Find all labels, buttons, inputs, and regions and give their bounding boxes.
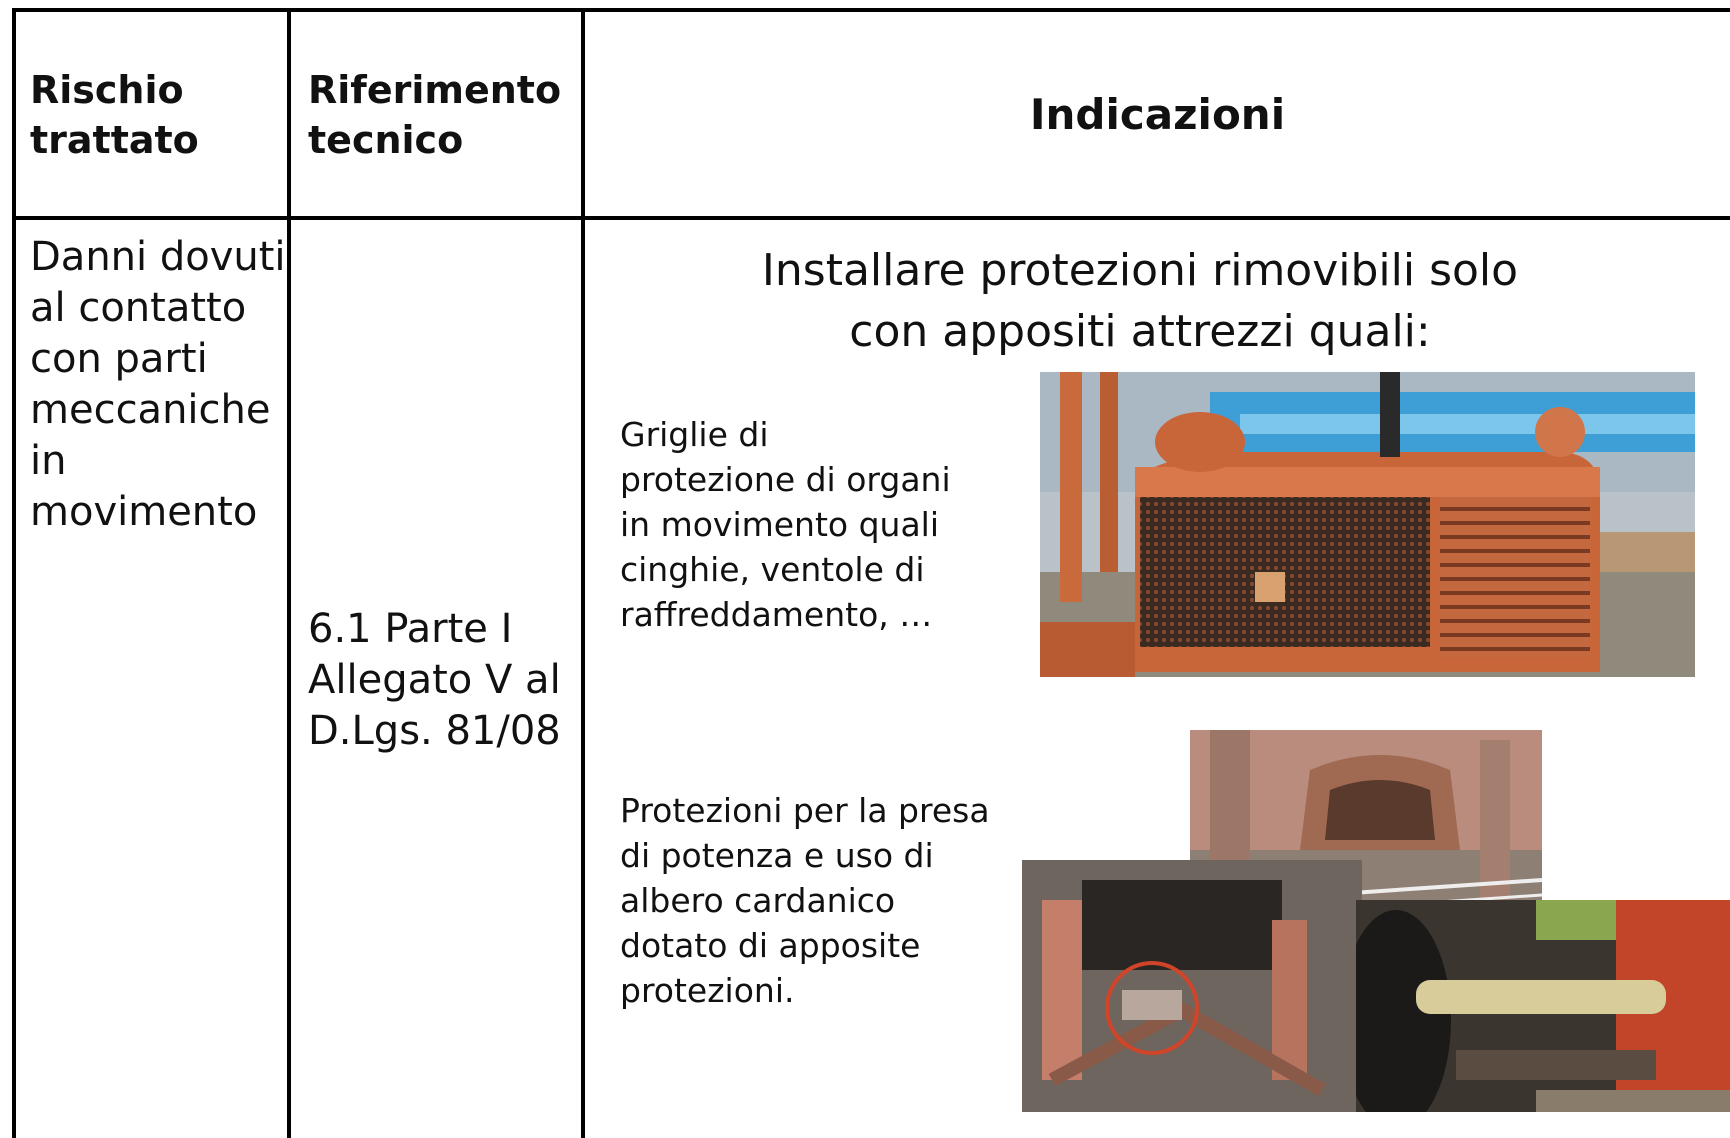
tractor-grille-photo <box>1040 372 1695 677</box>
cell-rischio: Danni dovuti al contatto con parti mecca… <box>30 234 286 535</box>
header-indicazioni: Indicazioni <box>1029 90 1286 139</box>
column-divider-1 <box>287 8 291 1138</box>
header-riferimento-tecnico: Riferimento tecnico <box>308 68 562 162</box>
header-rischio-trattato: Rischio trattato <box>30 68 199 162</box>
indicazione-presa-potenza: Protezioni per la presa di potenza e uso… <box>620 791 990 1010</box>
column-divider-2 <box>581 8 585 1138</box>
indicazioni-title: Installare protezioni rimovibili solo co… <box>761 245 1519 357</box>
indicazione-griglie: Griglie di protezione di organi in movim… <box>620 415 951 634</box>
table-frame <box>12 8 1730 1138</box>
cell-riferimento: 6.1 Parte I Allegato V al D.Lgs. 81/08 <box>308 606 561 754</box>
cardan-shaft-photo <box>1356 900 1730 1112</box>
header-divider <box>12 216 1730 220</box>
three-point-hitch-photo <box>1022 860 1362 1112</box>
